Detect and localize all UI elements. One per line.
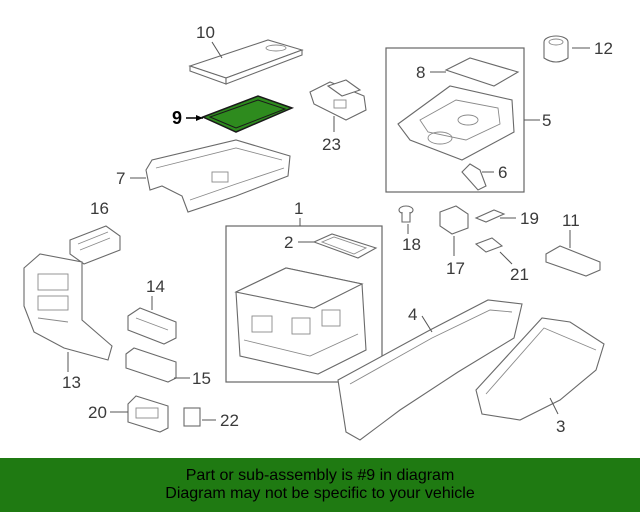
callout-23: 23 (322, 135, 341, 154)
banner-line-1: Part or sub-assembly is #9 in diagram (185, 467, 455, 484)
part-17-switch[interactable] (439, 205, 469, 235)
callout-12: 12 (594, 39, 613, 58)
part-2-tray[interactable] (312, 233, 378, 259)
callout-6: 6 (498, 163, 507, 182)
part-4-side-panel[interactable] (337, 299, 523, 441)
callout-4: 4 (408, 305, 417, 324)
part-15-pocket[interactable] (125, 347, 177, 383)
callout-21: 21 (510, 265, 529, 284)
part-22-clip[interactable] (183, 407, 201, 427)
callout-13: 13 (62, 373, 81, 392)
callout-9: 9 (172, 108, 182, 128)
callout-22: 22 (220, 411, 239, 430)
part-19-cover[interactable] (474, 209, 506, 223)
callout-7: 7 (116, 169, 125, 188)
part-12-cup-holder[interactable] (543, 35, 569, 63)
callout-5: 5 (542, 111, 551, 130)
callout-19: 19 (520, 209, 539, 228)
part-8-pad[interactable] (444, 57, 520, 87)
callout-1: 1 (294, 199, 303, 218)
callout-8: 8 (416, 63, 425, 82)
callout-2: 2 (284, 233, 293, 252)
part-5-shifter-trim[interactable] (397, 85, 515, 161)
callout-16: 16 (90, 199, 109, 218)
part-16-vent[interactable] (69, 225, 121, 265)
part-13-rear-panel[interactable] (23, 253, 113, 361)
callout-15: 15 (192, 369, 211, 388)
parts-diagram: 10 9 7 23 5 8 6 (23, 23, 613, 441)
banner-line-2: Diagram may not be specific to your vehi… (165, 485, 475, 502)
callout-17: 17 (446, 259, 465, 278)
part-21-cover[interactable] (474, 237, 504, 253)
part-10-armrest-lid[interactable] (188, 39, 304, 85)
part-9-pad[interactable] (201, 95, 295, 133)
part-7-console-bracket[interactable] (145, 139, 291, 213)
info-banner: Part or sub-assembly is #9 in diagram Di… (0, 458, 640, 512)
callout-11: 11 (562, 211, 580, 230)
part-18-bulb[interactable] (398, 205, 414, 223)
part-20-module[interactable] (127, 395, 169, 433)
part-1-console-body[interactable] (234, 267, 367, 375)
part-6-knob[interactable] (461, 163, 487, 191)
part-14-trim[interactable] (127, 307, 177, 345)
callout-18: 18 (402, 235, 421, 254)
part-11-bracket[interactable] (545, 245, 601, 277)
callout-10: 10 (196, 23, 215, 42)
callout-3: 3 (556, 417, 565, 436)
group-box-1 (225, 225, 383, 383)
callout-20: 20 (88, 403, 107, 422)
part-3-side-panel[interactable] (475, 317, 605, 421)
part-23-bracket[interactable] (309, 79, 367, 121)
callout-14: 14 (146, 277, 165, 296)
